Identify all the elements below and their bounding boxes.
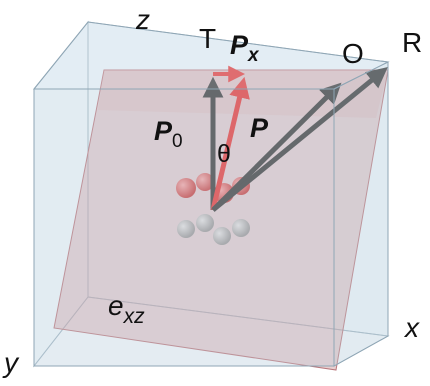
gray-sphere xyxy=(177,220,195,238)
vector-O xyxy=(211,82,342,212)
axis-x-label: x xyxy=(403,312,420,343)
label-P0: P0 xyxy=(154,116,183,152)
vector-P xyxy=(210,76,250,211)
vector-R xyxy=(211,67,388,212)
gray-sphere xyxy=(232,219,250,237)
label-O: O xyxy=(342,38,364,69)
red-sphere xyxy=(196,173,214,191)
gray-sphere xyxy=(196,214,214,232)
label-R: R xyxy=(402,27,422,58)
cube-front xyxy=(32,21,390,367)
axis-z-label: z xyxy=(135,4,150,35)
label-T: T xyxy=(199,23,216,54)
red-sphere xyxy=(176,178,196,198)
gray-sphere-cluster xyxy=(177,214,250,245)
label-P: P xyxy=(250,113,269,143)
theta-label: θ xyxy=(217,140,231,168)
label-exz: exz xyxy=(108,290,145,328)
labels: z T Px O R P0 P θ exz x y xyxy=(2,4,422,378)
vectors xyxy=(202,65,388,212)
gray-sphere xyxy=(213,227,231,245)
label-Px: Px xyxy=(230,30,260,66)
axis-y-label: y xyxy=(2,347,20,378)
